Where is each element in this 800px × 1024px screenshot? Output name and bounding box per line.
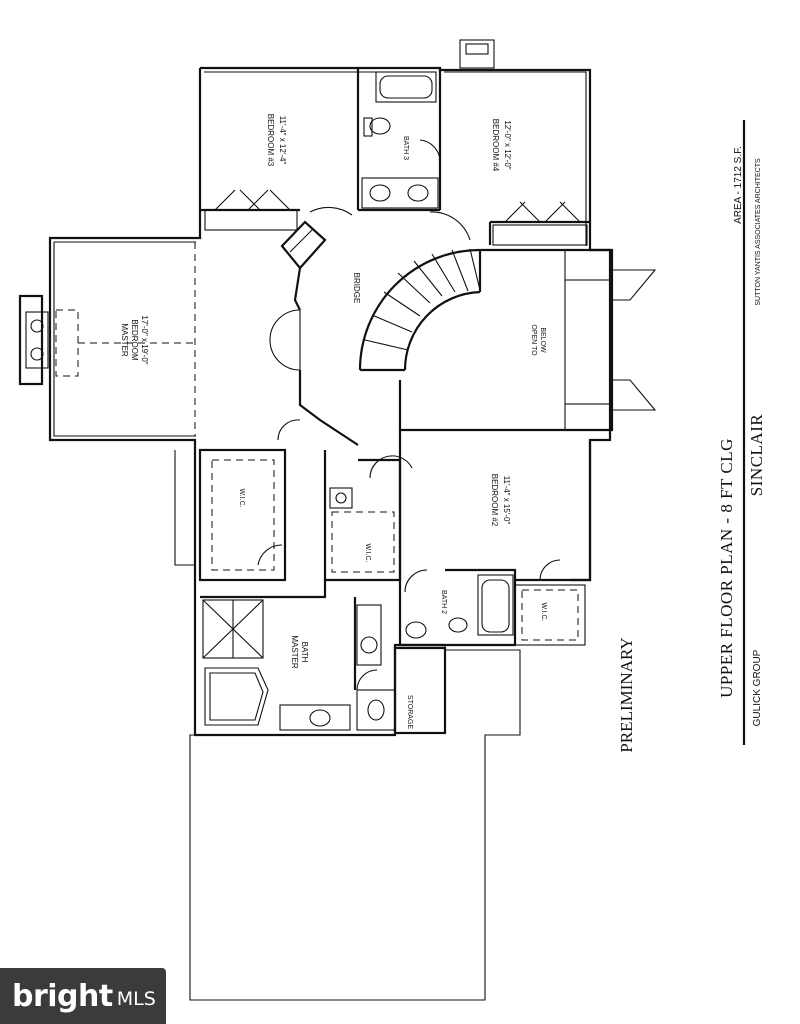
open-to-below [398,248,657,432]
bed2-wic-label: W.I.C. [540,602,547,621]
master-wic-label: W.I.C. [238,488,245,507]
north-rooms [200,68,590,246]
architect-label: SUTTON YANTIS ASSOCIATES ARCHITECTS [755,158,762,306]
fireplace [18,242,196,436]
master-bedroom-label: MASTER [120,323,129,357]
bath-2 [398,568,517,647]
master-entry-doors [269,309,301,371]
area-label: AREA - 1712 S.F. [733,146,744,224]
open-to-below-label-2: BELOW [539,327,546,353]
bedroom4-label: BEDROOM #4 [491,119,500,172]
builder-label: GULICK GROUP [752,649,763,726]
master-bedroom-dim: 17'-0" x 19'-0" [140,315,149,364]
open-to-below-label: OPEN TO [530,324,537,356]
storage-label: STORAGE [406,695,413,729]
master-bath [200,580,396,731]
preliminary-stamp: PRELIMINARY [617,637,636,752]
bedroom2-dim: 11'-4" x 15'-0" [502,476,511,525]
bath3-label: BATH 3 [402,136,409,160]
bedroom4-dim: 12'-0" x 12'-0" [503,120,512,169]
center-wic-label: W.I.C. [364,543,371,562]
bridge-walls [277,267,359,446]
watermark-suffix: MLS [116,988,156,1010]
master-bath-label: MASTER [290,635,299,669]
watermark-brand: bright [12,978,113,1014]
master-bath-label-2: BATH [300,642,309,663]
curved-staircase [358,248,482,372]
storage-room [393,646,447,735]
bedroom-2-walls [398,430,592,646]
bridge-label: BRIDGE [352,273,361,304]
model-name: SINCLAIR [747,414,766,497]
bedroom3-dim: 11'-4" x 12'-4" [278,116,287,165]
bedroom3-label: BEDROOM #3 [266,114,275,167]
bedroom2-label: BEDROOM #2 [490,474,499,527]
bath2-label: BATH 2 [440,590,447,614]
plan-title: UPPER FLOOR PLAN - 8 FT CLG [717,438,736,698]
master-wic [198,448,287,582]
brightmls-watermark: bright MLS [0,968,166,1024]
roof-vent [459,39,495,69]
master-bedroom-label-2: BEDROOM [130,319,139,361]
linen-closet [280,220,327,270]
